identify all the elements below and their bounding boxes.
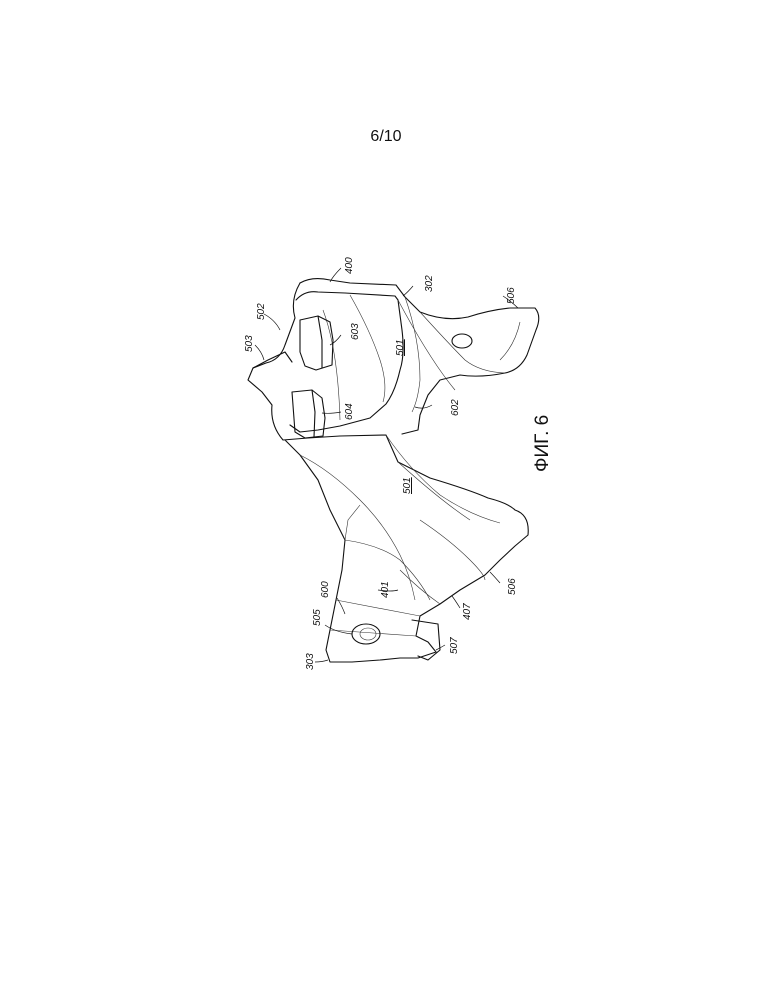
ref-501-bottom: 501 [402,477,413,494]
ref-602: 602 [450,399,461,416]
ref-507: 507 [449,637,460,654]
ref-502: 502 [256,303,267,320]
ref-603: 603 [350,323,361,340]
ref-401: 401 [380,581,391,598]
figure-caption: ФИГ. 6 [532,415,553,472]
ref-501-top: 501 [395,339,406,356]
ref-407: 407 [462,603,473,620]
ref-505: 505 [312,609,323,626]
ref-503: 503 [244,335,255,352]
ref-506-top: 506 [506,287,517,304]
leader-lines [255,268,518,662]
reference-labels: 400 302 506 502 503 603 501 604 602 501 … [244,257,518,670]
ref-506-bottom: 506 [507,578,518,595]
bracket-part-drawing [248,279,539,662]
ref-604: 604 [344,403,355,420]
ref-303: 303 [305,653,316,670]
ref-302: 302 [424,275,435,292]
ref-600: 600 [320,581,331,598]
ref-400: 400 [344,257,355,274]
